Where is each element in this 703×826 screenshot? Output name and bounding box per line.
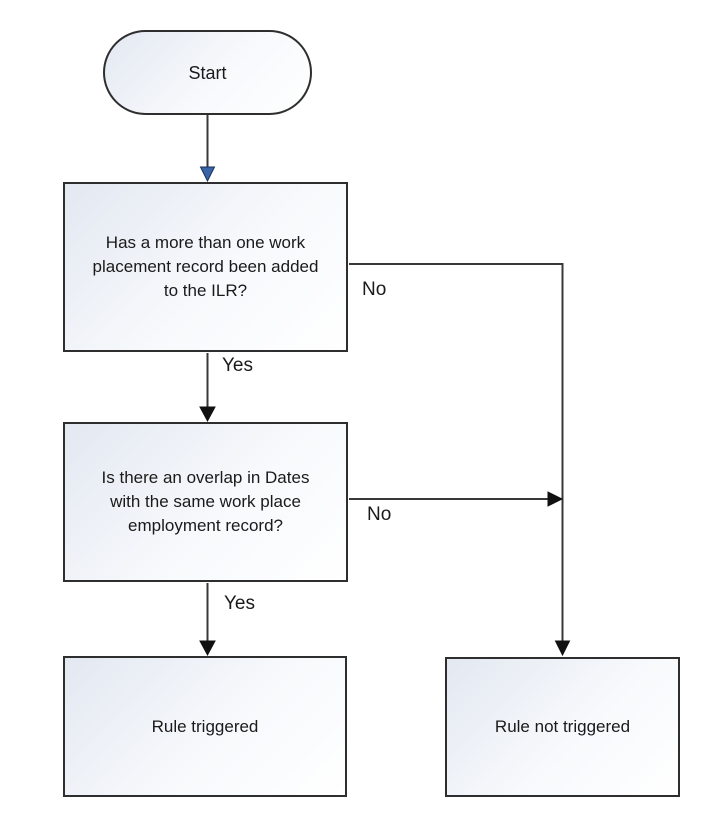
- arrowhead-to-rule-not-triggered: [554, 640, 571, 657]
- node-start-label: Start: [188, 62, 227, 83]
- edge-label-q2-no: No: [367, 504, 392, 525]
- node-q2-line-1: Is there an overlap in Dates: [101, 468, 310, 487]
- node-q1-line-1: Has a more than one work: [105, 233, 306, 252]
- edge-label-q1-no: No: [362, 279, 387, 300]
- connector-q1-no-to-rule-not-triggered: [349, 263, 564, 641]
- arrowhead-q2-no-to-junction: [547, 491, 564, 507]
- node-q2-line-2: with the same work place: [110, 492, 301, 511]
- edge-label-q1-yes: Yes: [222, 355, 253, 376]
- arrowhead-q1-yes-to-q2: [199, 406, 216, 423]
- node-rule-triggered: Rule triggered: [63, 656, 347, 797]
- node-question-multiple-work-placement: Has a more than one work placement recor…: [63, 182, 348, 352]
- node-question-date-overlap: Is there an overlap in Dates with the sa…: [63, 422, 348, 582]
- edge-label-q2-yes: Yes: [224, 593, 255, 614]
- node-q1-line-2: placement record been added: [92, 257, 319, 276]
- node-rule-triggered-label: Rule triggered: [151, 716, 259, 736]
- node-rule-not-triggered-label: Rule not triggered: [494, 717, 631, 736]
- node-rule-not-triggered: Rule not triggered: [445, 657, 680, 797]
- arrowhead-q2-yes-to-rule-triggered: [199, 640, 216, 657]
- node-q1-line-3: to the ILR?: [163, 281, 248, 300]
- arrowhead-start-to-q1: [199, 166, 216, 183]
- node-q2-line-3: employment record?: [128, 516, 283, 535]
- node-start: Start: [103, 30, 312, 115]
